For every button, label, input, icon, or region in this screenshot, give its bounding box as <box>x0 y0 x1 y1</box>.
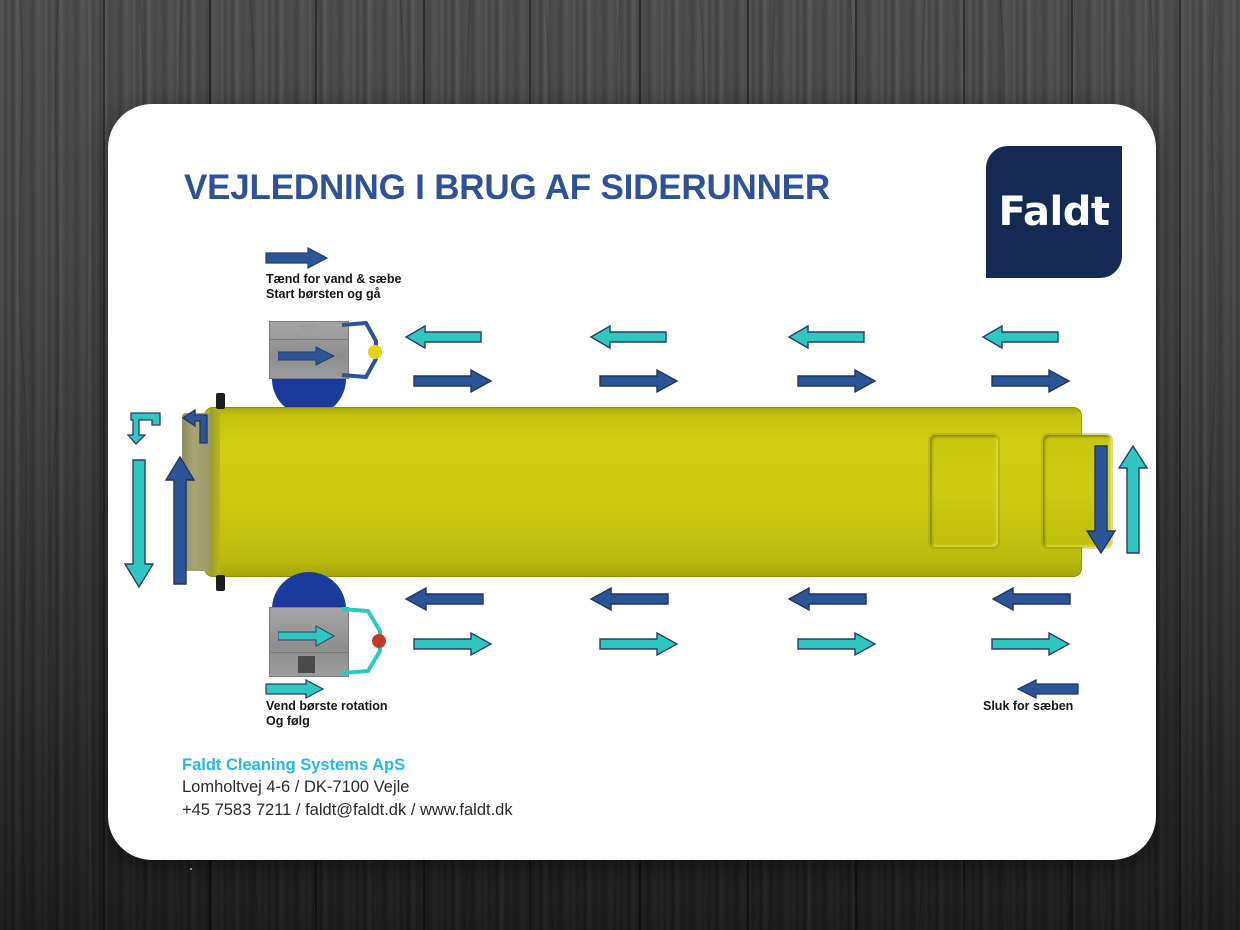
cyan-right-arrow-icon-1 <box>413 631 493 657</box>
cyan-uturn-down-arrow-icon <box>126 409 164 445</box>
cyan-up-arrow-icon <box>1117 444 1149 555</box>
blue-right-arrow-icon-4 <box>991 368 1071 394</box>
blue-right-arrow-icon-1 <box>413 368 493 394</box>
logo-wordmark: Faldt <box>998 189 1110 235</box>
cyan-right-arrow-icon-4 <box>991 631 1071 657</box>
cyan-left-arrow-icon-1 <box>404 324 482 350</box>
cyan-left-arrow-icon-3 <box>787 324 865 350</box>
machine-body-top <box>269 321 349 379</box>
siderunner-machine-bottom <box>260 572 386 682</box>
bus-mirror-top <box>216 393 225 409</box>
caption-line-2: Start børsten og gå <box>266 287 381 302</box>
bus-top-view <box>182 393 1111 591</box>
cyan-left-arrow-icon-4 <box>981 324 1059 350</box>
blue-down-arrow-icon <box>1085 445 1117 555</box>
instruction-card: VEJLEDNING I BRUG AF SIDERUNNER Faldt Tæ… <box>108 104 1156 860</box>
blue-left-arrow-icon-4 <box>991 586 1071 612</box>
blue-left-arrow-caption-icon <box>1016 679 1079 699</box>
siderunner-machine-top <box>260 320 382 421</box>
bus-door-panel-1 <box>930 435 998 547</box>
bus-body <box>204 407 1111 577</box>
blue-left-arrow-icon-1 <box>404 586 484 612</box>
blue-right-arrow-icon-2 <box>599 368 679 394</box>
bus-rear-edge <box>210 409 220 575</box>
machine-direction-arrow-bottom <box>278 625 336 647</box>
bus-mirror-bottom <box>216 575 225 591</box>
caption-line-1: Sluk for sæben <box>983 699 1074 713</box>
caption-reverse-brush: Vend børste rotation Og følg <box>266 699 388 730</box>
machine-body-bottom <box>269 607 349 677</box>
caption-line-2: Og følg <box>266 714 310 729</box>
footer-contact: +45 7583 7211 / faldt@faldt.dk / www.fal… <box>182 800 513 819</box>
blue-up-arrow-icon <box>164 455 196 586</box>
background-speck <box>190 868 192 870</box>
caption-soap-off: Sluk for sæben <box>983 699 1073 714</box>
caption-line-1: Tænd for vand & sæbe <box>266 272 402 286</box>
cyan-down-arrow-icon <box>123 459 155 589</box>
blue-left-arrow-icon-3 <box>787 586 867 612</box>
cyan-right-arrow-icon-3 <box>797 631 877 657</box>
cyan-left-arrow-icon-2 <box>589 324 667 350</box>
footer-company-name: Faldt Cleaning Systems ApS <box>182 756 406 774</box>
blue-right-arrow-icon-3 <box>797 368 877 394</box>
caption-line-1: Vend børste rotation <box>266 699 388 713</box>
blue-right-arrow-icon <box>265 247 329 269</box>
caption-start-water-soap: Tænd for vand & sæbe Start børsten og gå <box>266 272 401 303</box>
machine-direction-arrow-top <box>278 346 336 366</box>
indicator-light-top <box>368 345 382 359</box>
faldt-logo: Faldt <box>986 146 1122 278</box>
page-title: VEJLEDNING I BRUG AF SIDERUNNER <box>184 168 830 207</box>
blue-uturn-left-arrow-icon <box>171 407 209 445</box>
indicator-light-bottom <box>372 634 386 648</box>
cyan-right-arrow-icon-2 <box>599 631 679 657</box>
footer-address: Lomholtvej 4-6 / DK-7100 Vejle <box>182 778 410 797</box>
cyan-right-arrow-caption-icon <box>265 679 325 699</box>
footer-contact-block: Faldt Cleaning Systems ApS Lomholtvej 4-… <box>182 754 513 821</box>
brush-bottom <box>272 572 346 609</box>
blue-left-arrow-icon-2 <box>589 586 669 612</box>
